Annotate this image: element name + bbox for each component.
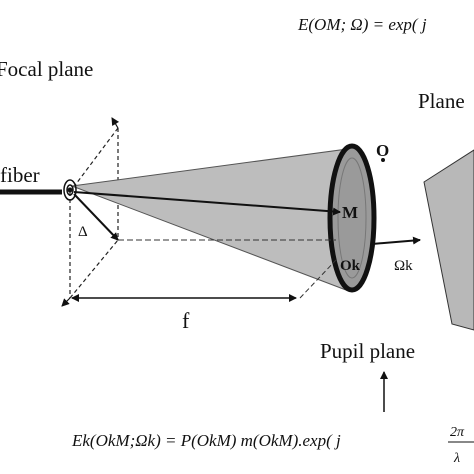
focal-length-label: f [182, 308, 190, 333]
equation-bottom-denominator: λ [453, 451, 460, 466]
focal-length-extension [299, 259, 337, 299]
point-ok-label: Ok [340, 258, 361, 274]
delta-label: Δ [78, 224, 88, 240]
fiber-label: fiber [0, 163, 40, 187]
omega-k-label: Ωk [394, 258, 413, 274]
ray-to-m [73, 191, 341, 216]
plane-label: Plane [418, 89, 465, 113]
point-m-label: M [342, 203, 358, 222]
delta-arrow [73, 193, 119, 241]
pupil-disk-rim [337, 157, 367, 279]
focal-plane-label: Focal plane [0, 57, 93, 81]
focal-plane-frame [69, 127, 119, 299]
point-o-dot [381, 158, 385, 162]
omega-k-arrow [371, 236, 421, 245]
fiber-end-icon [63, 179, 77, 201]
axis-arrow-down [61, 297, 71, 307]
point-o-label: O [376, 141, 389, 160]
equation-top: E(OM; Ω) = exp( j [297, 15, 427, 34]
pupil-plane-label: Pupil plane [320, 339, 415, 363]
equation-bottom-numerator: 2π [450, 425, 465, 440]
equation-bottom: Ek(OkM;Ωk) = P(OkM) m(OkM).exp( j [71, 431, 341, 450]
image-plane [423, 149, 474, 331]
axis-arrow-up [111, 117, 120, 129]
light-cone [71, 147, 356, 291]
